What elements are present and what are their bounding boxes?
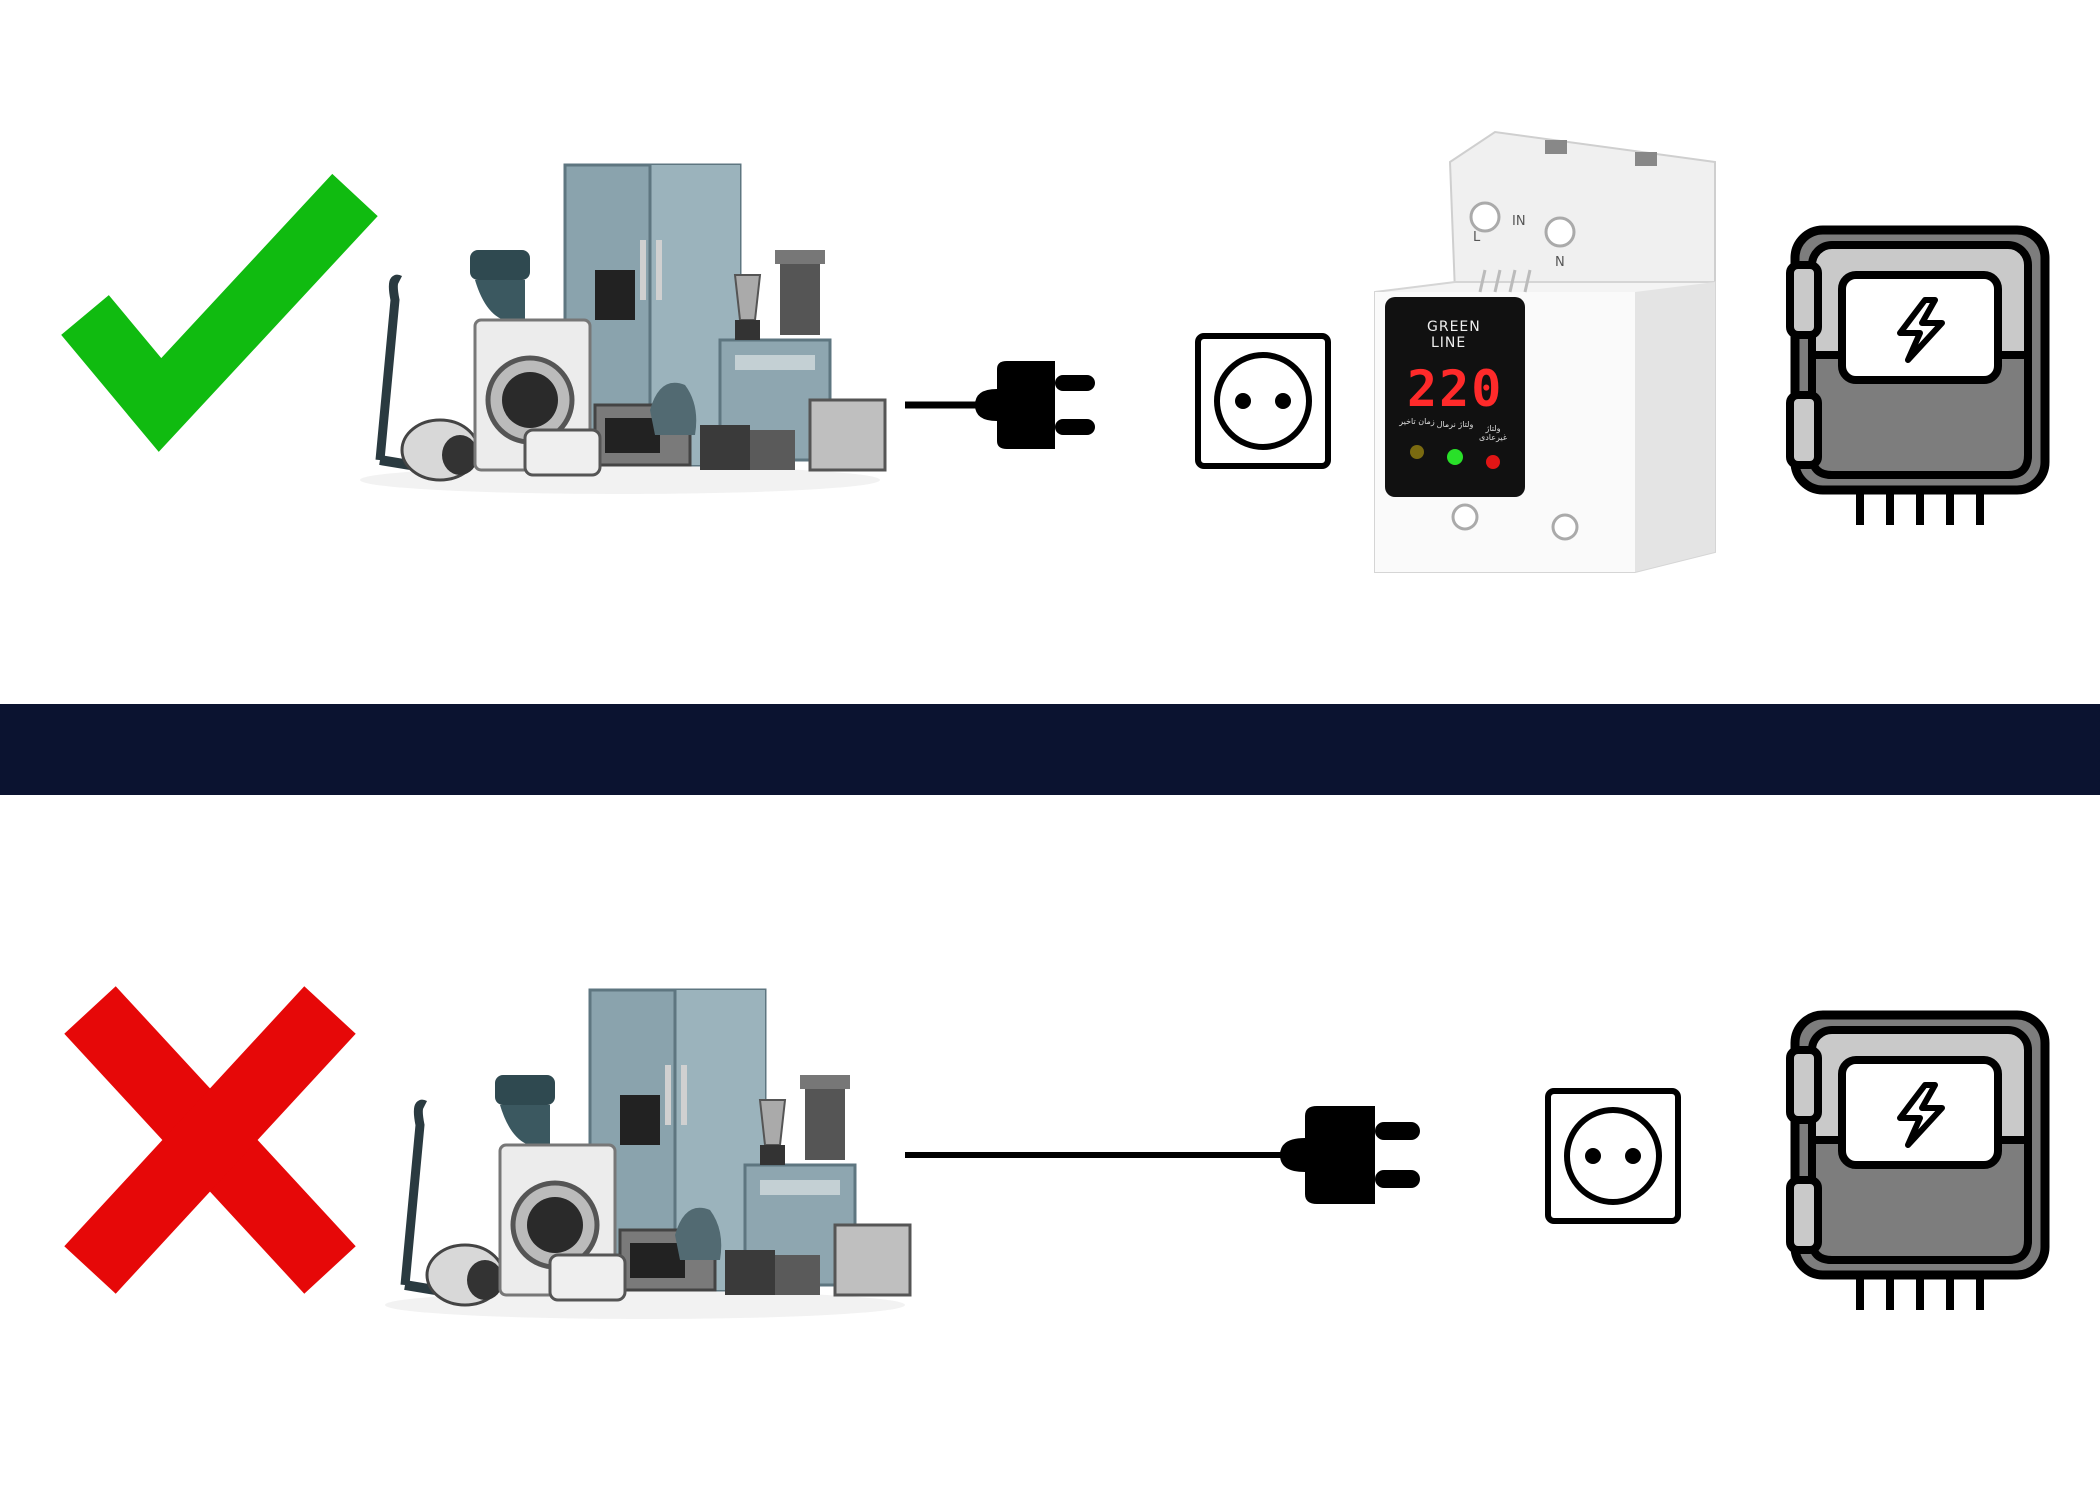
appliances-cluster <box>385 988 912 1319</box>
voltage-display: 220 <box>1407 360 1504 418</box>
power-plug-icon <box>905 1106 1420 1204</box>
power-plug-icon <box>905 361 1095 449</box>
brand-line-2: LINE <box>1431 335 1467 351</box>
electrical-panel-icon <box>1786 1010 2050 1310</box>
electrical-panel-icon <box>1786 225 2050 525</box>
section-divider <box>0 704 2100 795</box>
cross-mark-icon <box>64 986 356 1294</box>
led-label-abnormal: ولتاژ غیرعادی <box>1478 424 1508 442</box>
led-label-delay: زمان تاخیر <box>1399 417 1435 426</box>
terminal-label-l: L <box>1473 230 1481 245</box>
appliances-cluster <box>360 163 887 494</box>
wall-socket-icon <box>1545 1088 1681 1224</box>
check-mark-icon <box>61 173 378 452</box>
wall-socket-icon <box>1195 333 1331 469</box>
brand-line-1: GREEN <box>1427 319 1481 335</box>
voltage-protector-device: L IN N GREEN LINE 220 زمان تاخیر ولتاژ ن… <box>1374 122 1716 573</box>
terminal-label-n: N <box>1555 255 1565 270</box>
led-label-normal: ولتاژ نرمال <box>1436 420 1474 429</box>
terminal-label-in: IN <box>1512 214 1526 229</box>
